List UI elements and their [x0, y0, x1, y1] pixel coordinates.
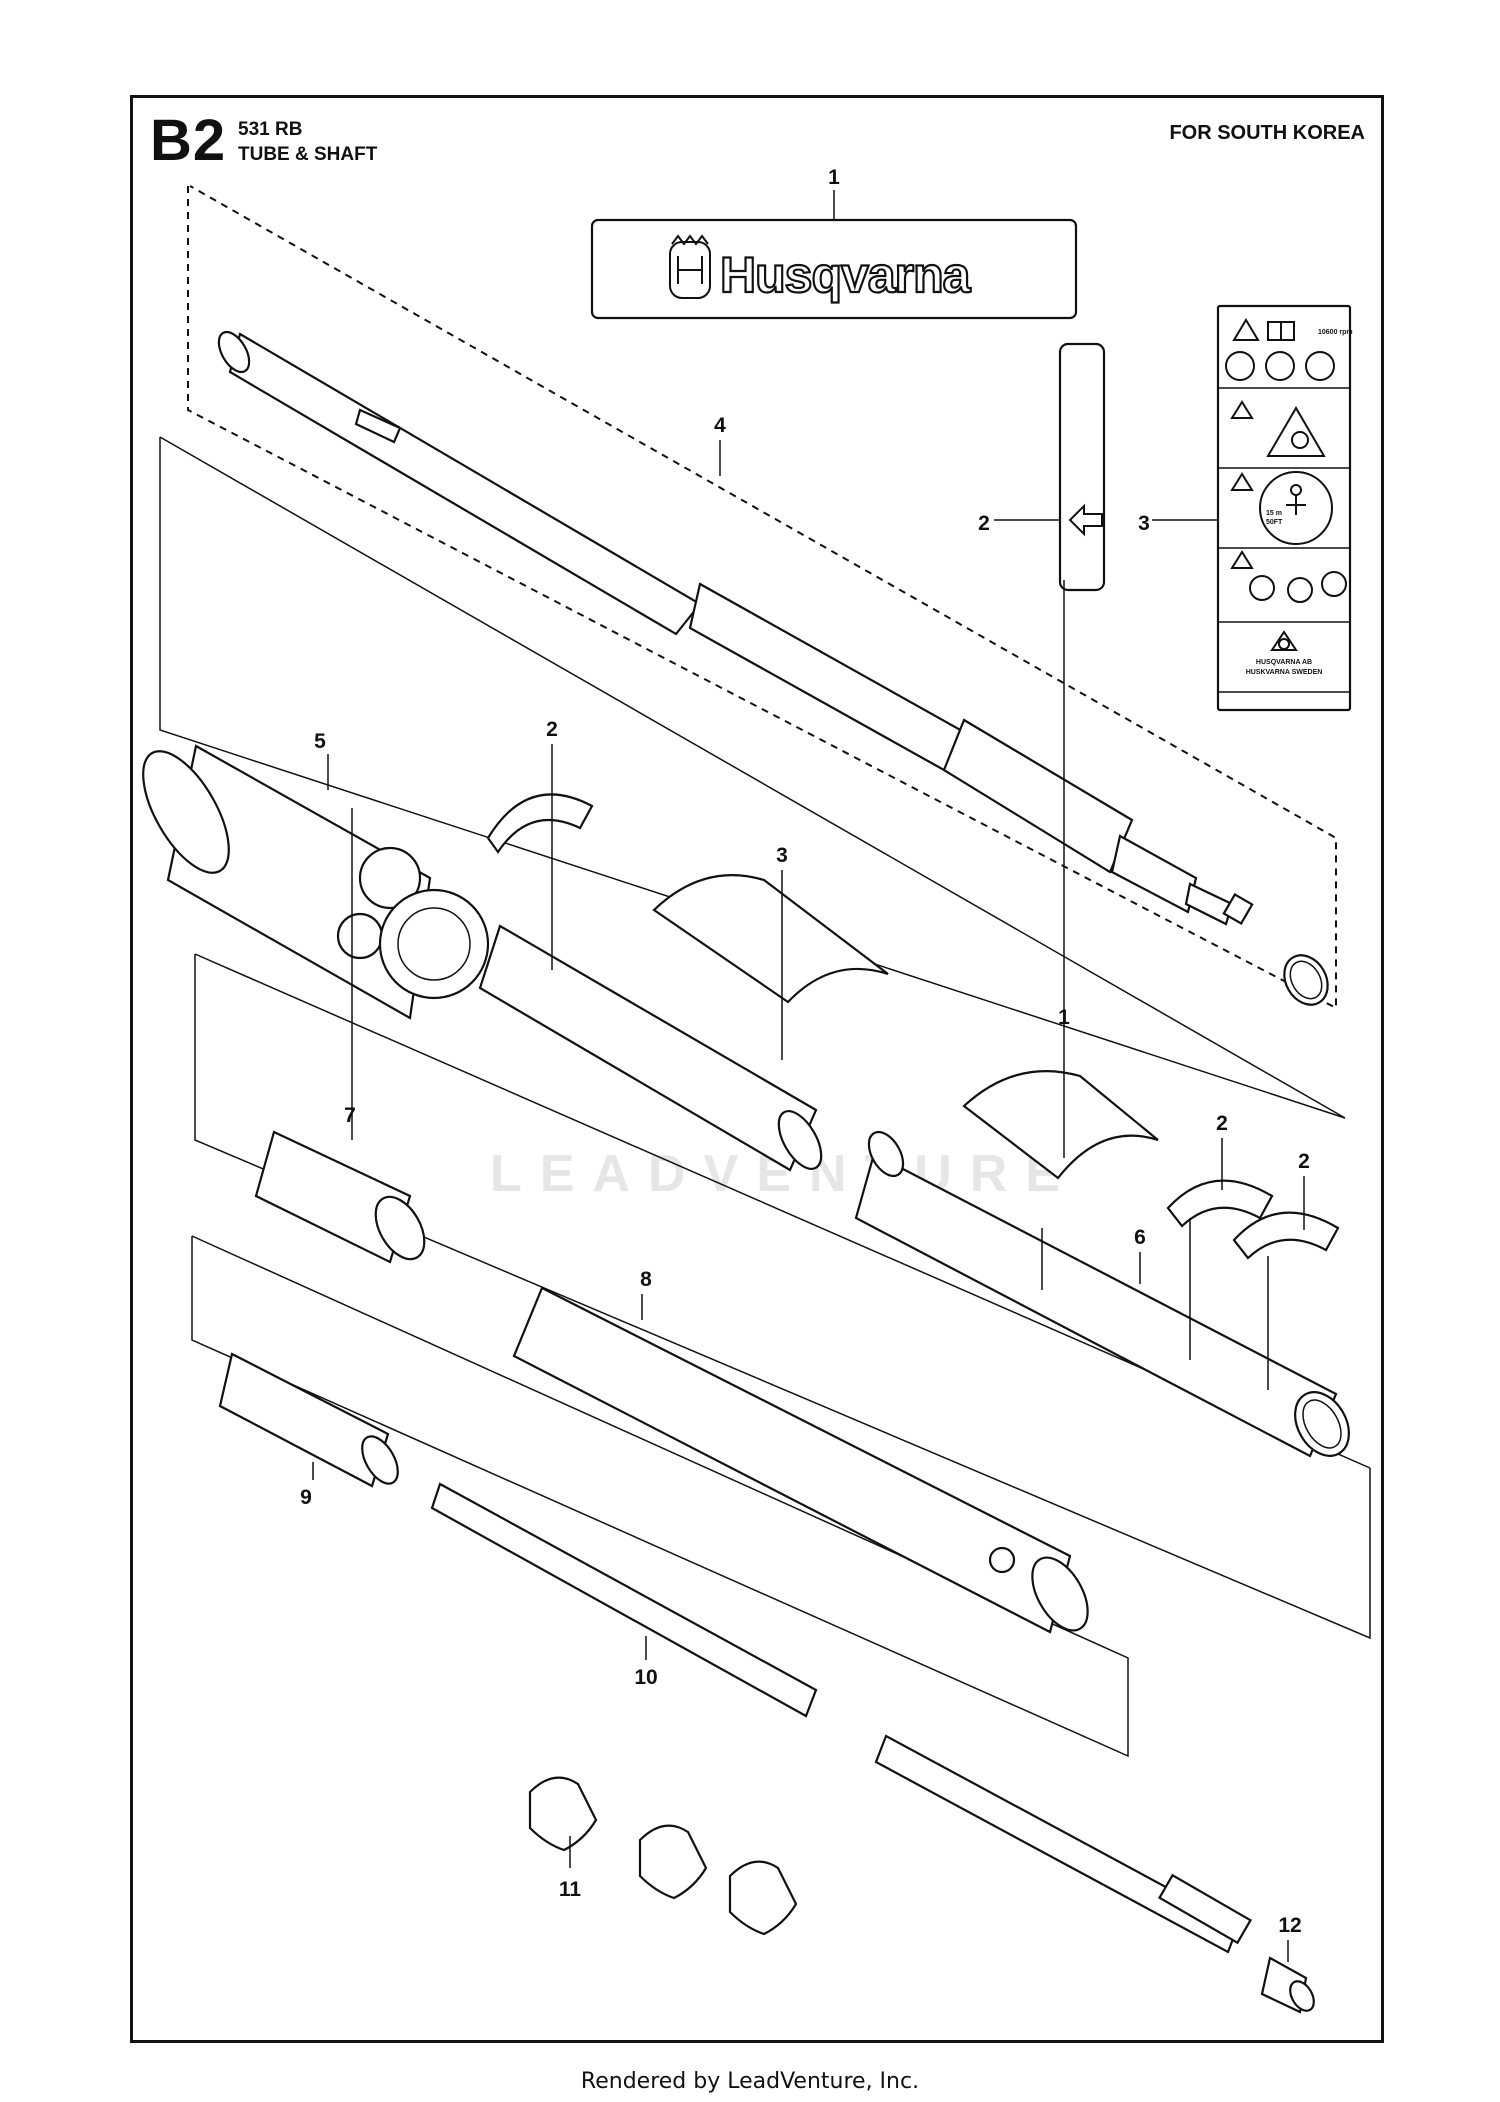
shim-part-2-a: [486, 793, 594, 854]
callout-3-safety-label: 3: [1138, 512, 1150, 535]
bushing-part-9: [218, 1352, 399, 1488]
bushing-part-7: [254, 1130, 426, 1264]
callout-2-shim-c: 2: [1298, 1150, 1310, 1173]
market-label: FOR SOUTH KOREA: [1169, 122, 1365, 144]
callout-5-housing: 5: [314, 730, 326, 753]
callout-2-arrow-decal: 2: [978, 512, 990, 535]
assembly-outline-tube: [187, 185, 1337, 1010]
clip-part-11-c: [728, 1860, 798, 1936]
safety-label-company: HUSQVARNA AB: [1256, 659, 1312, 666]
husqvarna-mark-icon: [1270, 630, 1298, 651]
callout-3-sleeve: 3: [776, 844, 788, 867]
section-code: B2: [150, 108, 227, 173]
sleeve-part-1: [962, 1070, 1159, 1180]
callout-1-sleeve: 1: [1058, 1006, 1070, 1029]
model-number: 531 RB: [238, 119, 303, 140]
clip-part-11-b: [638, 1824, 708, 1900]
manual-book-icon: [1267, 321, 1295, 341]
arrow-decal: [1058, 342, 1106, 592]
safety-distance-text: 15 m: [1266, 510, 1282, 517]
callout-2-shim-a: 2: [546, 718, 558, 741]
callout-7: 7: [344, 1104, 356, 1127]
safety-distance-icon: 15 m 50FT: [1259, 471, 1333, 545]
husqvarna-decal: Husqvarna: [590, 218, 1078, 320]
assembly-outline-shaft: [191, 1235, 1129, 1758]
safety-label-decal: 15 m 50FT HUSQVARNA AB HUSKVARNA SWEDEN …: [1216, 304, 1353, 712]
tube-part-8: [512, 1286, 1089, 1634]
clip-part-11-a: [528, 1776, 598, 1852]
tube-housing: [142, 744, 490, 1020]
diagram-frame: [130, 95, 1384, 2043]
tube-assembly: [217, 330, 1329, 1006]
flying-debris-warning-icon: [1266, 406, 1326, 457]
drive-shaft-part-10: [430, 1482, 1252, 1954]
section-name: TUBE & SHAFT: [238, 144, 378, 165]
sleeve-part-3: [652, 874, 889, 1004]
cap-part-12: [1260, 1956, 1315, 2014]
inner-tube-a: [478, 924, 818, 1172]
warning-triangle-icon: [1230, 318, 1260, 569]
callout-9: 9: [300, 1486, 312, 1509]
safety-label-company-local: HUSKVARNA SWEDEN: [1246, 669, 1323, 676]
blade-guard-icon: [1249, 571, 1347, 603]
leader-lines: [312, 190, 1305, 1962]
callout-8: 8: [640, 1268, 652, 1291]
callout-4-tube: 4: [714, 414, 726, 437]
callout-1-decal: 1: [828, 166, 840, 189]
safety-label-rpm: 10600 rpm: [1318, 329, 1353, 336]
husqvarna-brand-text: Husqvarna: [720, 247, 972, 303]
assembly-outline-tube-6: [194, 954, 1371, 1640]
callout-6: 6: [1134, 1226, 1146, 1249]
callout-11: 11: [559, 1878, 582, 1901]
husqvarna-crown-icon: [669, 234, 711, 299]
assembly-outline-housing: [159, 437, 1346, 1119]
ppe-icons: [1225, 351, 1335, 381]
shim-part-2-b: [1166, 1179, 1274, 1228]
footer-credit: Rendered by LeadVenture, Inc.: [580, 2069, 920, 2094]
callout-10: 10: [634, 1666, 657, 1689]
safety-distance-unit-text: 50FT: [1266, 519, 1283, 526]
callout-12: 12: [1278, 1914, 1301, 1937]
inner-tube-b: [854, 1152, 1338, 1458]
shim-part-2-c: [1232, 1211, 1340, 1260]
callout-2-shim-b: 2: [1216, 1112, 1228, 1135]
